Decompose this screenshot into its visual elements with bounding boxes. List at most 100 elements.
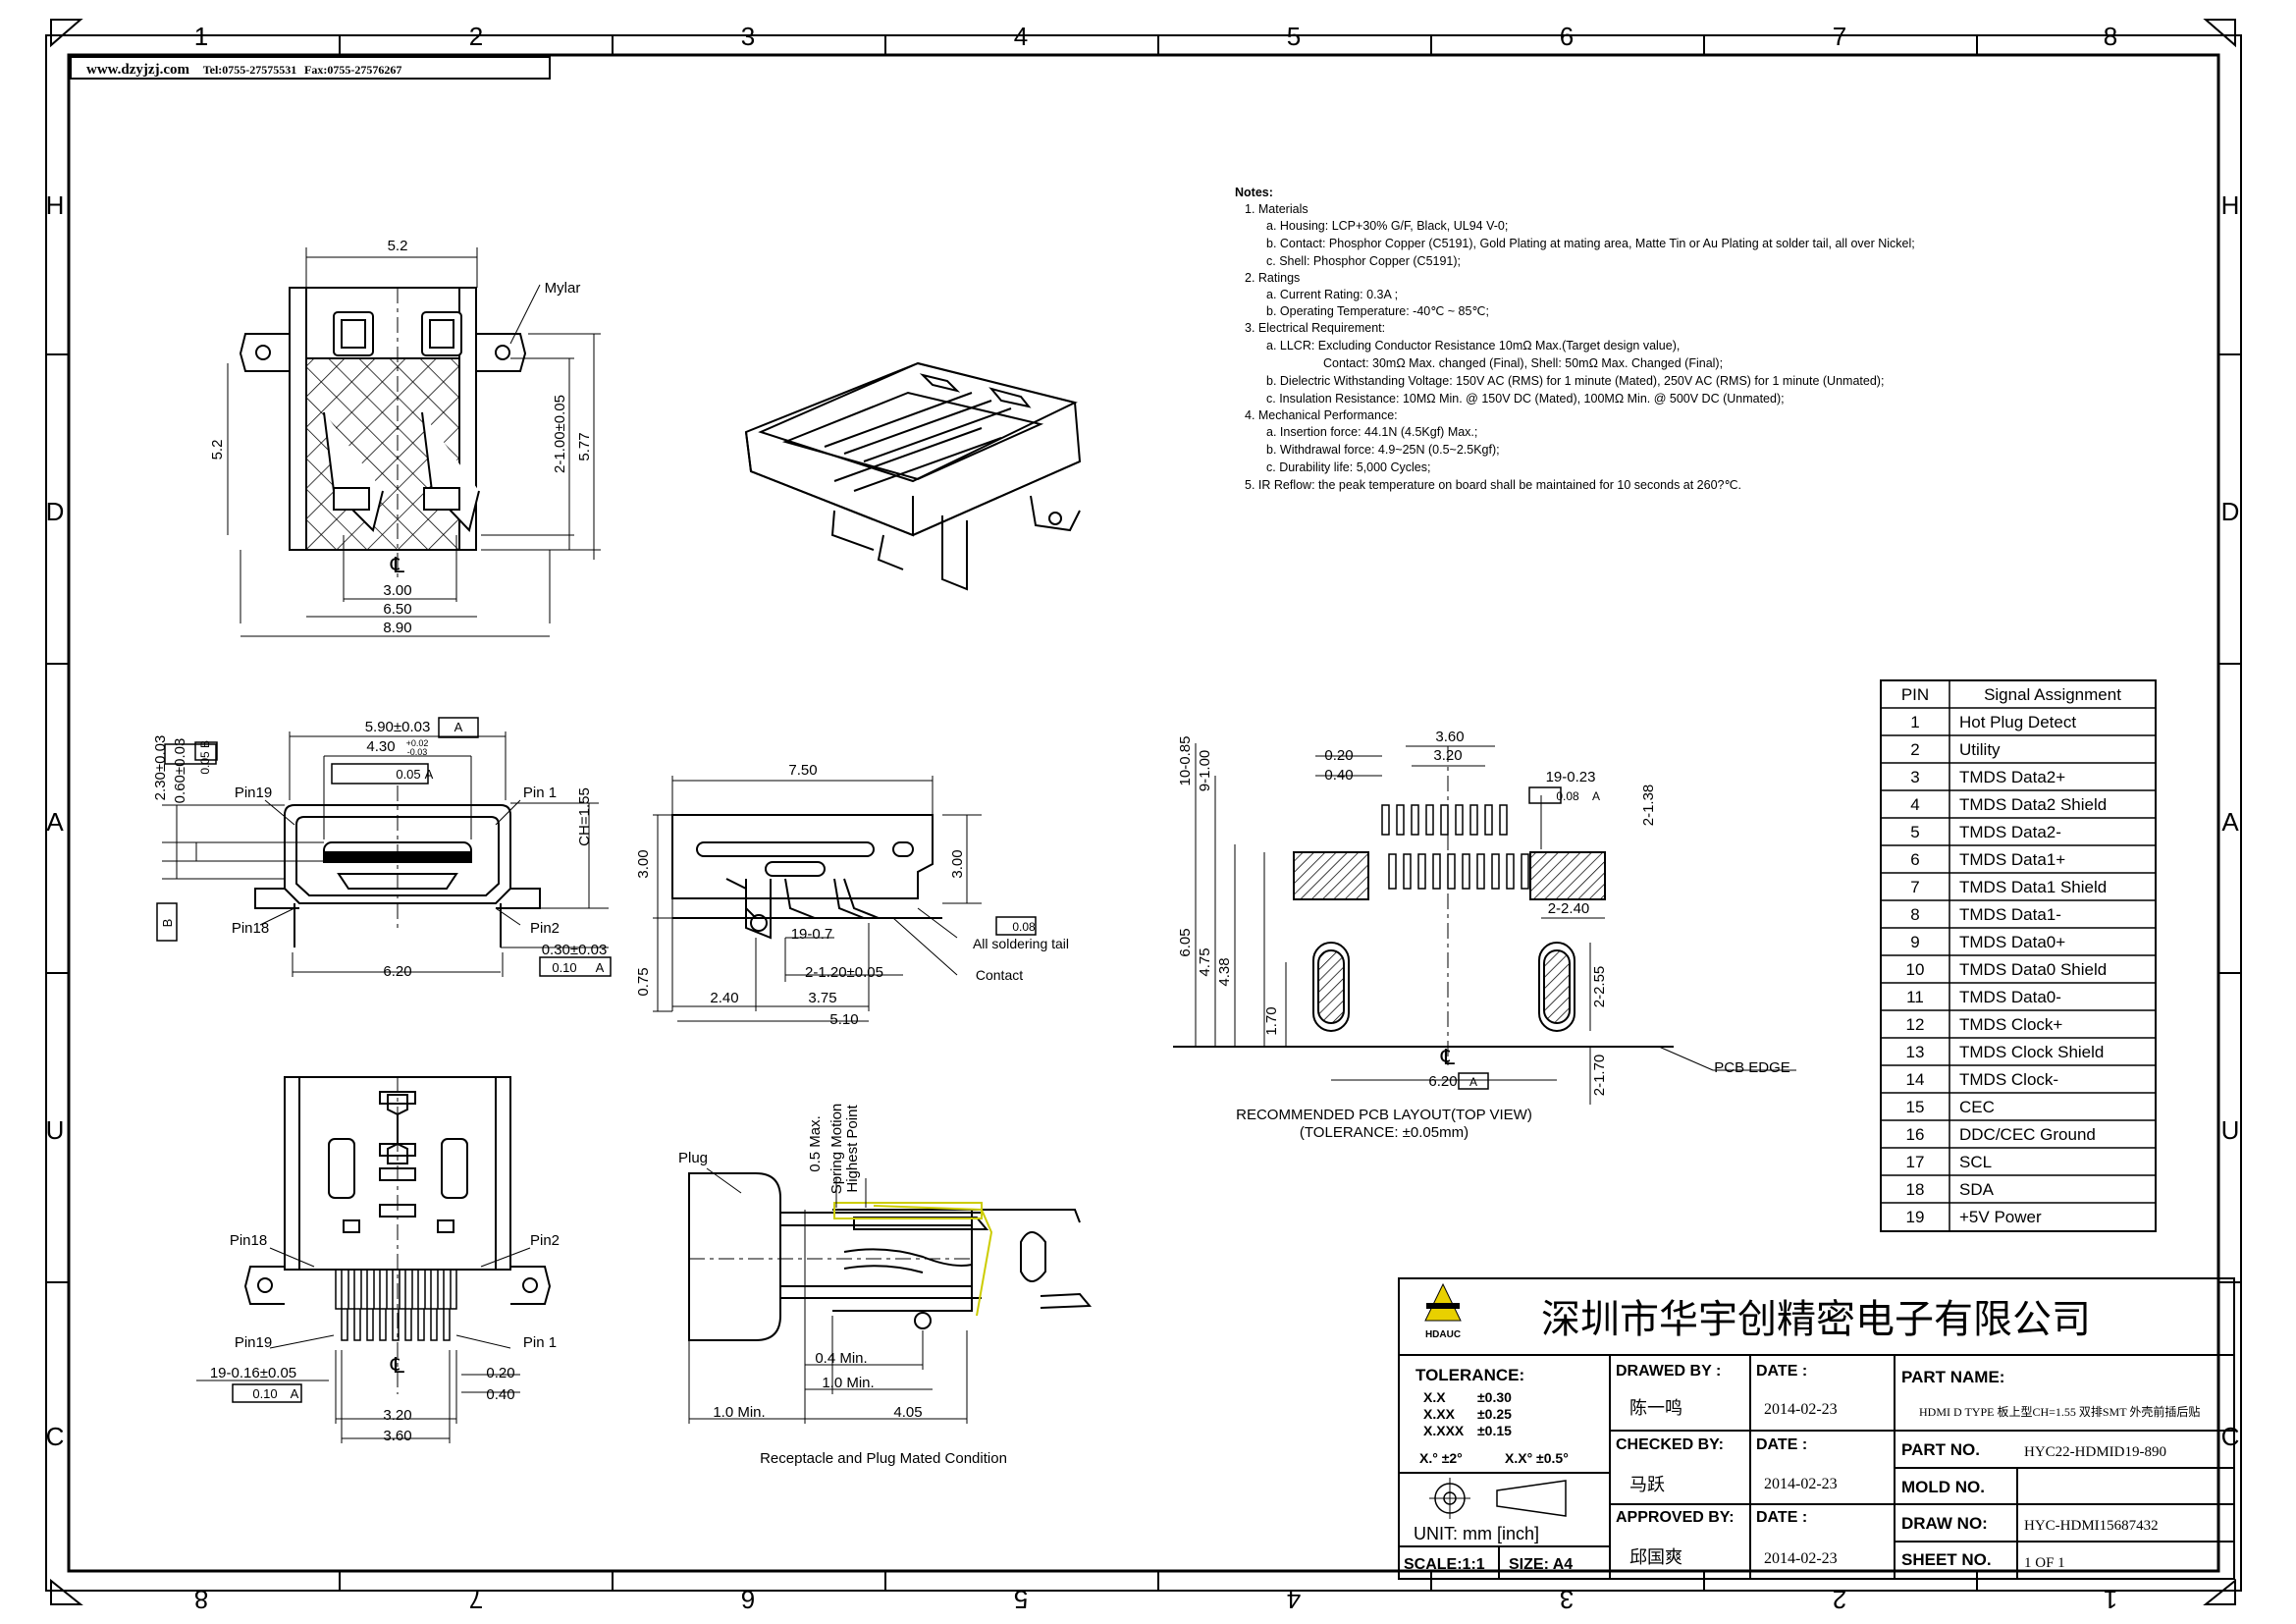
row-labels-right: H D A U C: [2221, 190, 2240, 1451]
signal-name: TMDS Clock-: [1959, 1070, 2058, 1089]
signal-name: TMDS Data0-: [1959, 988, 2061, 1006]
notes-title: Notes:: [1235, 186, 1273, 199]
signal-name: TMDS Clock Shield: [1959, 1043, 2104, 1061]
signal-name: TMDS Data2 Shield: [1959, 795, 2107, 814]
size-label: SIZE: A4: [1509, 1556, 1573, 1573]
top-view-dims: 5.2 Mylar 5.2 2-1.00±0.05 5.77 ℄ 3.00 6.…: [209, 238, 593, 636]
draw-no-label: DRAW NO:: [1901, 1514, 1988, 1533]
note-label: Contact: [976, 967, 1023, 983]
dim-label: 4.05: [893, 1404, 922, 1421]
signal-name: TMDS Data1-: [1959, 905, 2061, 924]
dim-label: 4.38: [1216, 957, 1233, 986]
col-label: 5: [1014, 1585, 1028, 1614]
dim-label: 19-0.23: [1546, 769, 1596, 785]
dim-label: 3.20: [383, 1407, 411, 1424]
pin-number: 7: [1910, 878, 1919, 896]
col-label: 2: [1833, 1585, 1846, 1614]
dim-label: 2-2.55: [1591, 966, 1608, 1008]
datum-label: A: [1592, 789, 1600, 803]
date-label: DATE :: [1756, 1509, 1807, 1526]
pin-label: Pin 1: [523, 785, 557, 801]
company-name: 深圳市华宇创精密电子有限公司: [1541, 1297, 2091, 1341]
dim-label: 0.40: [486, 1386, 514, 1403]
centerline-symbol: ℄: [390, 553, 405, 577]
contact-header: www.dzyjzj.com Tel:0755-27575531 Fax:075…: [70, 56, 551, 80]
dim-label: 2-1.70: [1591, 1055, 1608, 1097]
dim-label: 0.30±0.03: [542, 942, 608, 958]
tol-value: ±0.25: [1477, 1406, 1512, 1422]
dim-label: Mylar: [545, 280, 581, 297]
note-line: b. Operating Temperature: -40℃ ~ 85℃;: [1266, 304, 1489, 318]
dim-label: 2-1.00±0.05: [552, 395, 568, 473]
tol-value: ±0.15: [1477, 1423, 1512, 1438]
centerline-symbol: ℄: [1440, 1045, 1456, 1069]
svg-text:www.dzyjzj.com Tel:0755-: www.dzyjzj.com Tel:0755-27575531 Fax:075…: [86, 62, 401, 78]
pin-label: Pin 1: [523, 1334, 557, 1351]
note-line: a. LLCR: Excluding Conductor Resistance …: [1266, 339, 1680, 352]
col-label: 8: [194, 1585, 208, 1614]
front-view-dims: 5.90±0.03 A 4.30 +0.02 -0.03 0.05 A 2.30…: [152, 719, 607, 980]
pin-number: 3: [1910, 768, 1919, 786]
dim-label: 0.5 Max.: [807, 1115, 824, 1172]
pin-label: Pin19: [235, 1334, 272, 1351]
note-label: Highest Point: [844, 1105, 861, 1193]
note-line: b. Dielectric Withstanding Voltage: 150V…: [1266, 374, 1884, 388]
approved-by-label: APPROVED BY:: [1616, 1509, 1735, 1526]
dim-label: 0.4 Min.: [815, 1350, 867, 1367]
row-label: D: [2221, 497, 2240, 526]
pin-number: 8: [1910, 905, 1919, 924]
row-label: A: [46, 807, 64, 837]
signal-name: TMDS Data0+: [1959, 933, 2065, 951]
tol-key: X.XXX: [1423, 1423, 1465, 1438]
tel-text: Tel:0755-27575531: [203, 63, 297, 77]
dim-label: 2.40: [710, 990, 738, 1006]
dim-label: 6.20: [383, 963, 411, 980]
dim-label: 4.30: [366, 738, 395, 755]
col-label: 4: [1014, 22, 1028, 51]
pin-label: Pin2: [530, 920, 560, 937]
col-label: 7: [1833, 22, 1846, 51]
dim-label: 4.75: [1197, 947, 1213, 976]
title-block-text: HDAUC 深圳市华宇创精密电子有限公司 TOLERANCE: X.X ±0.3…: [1404, 1297, 2200, 1573]
date-label: DATE :: [1756, 1363, 1807, 1380]
row-label: C: [2221, 1422, 2240, 1451]
tol-label: 0.08: [1012, 920, 1036, 934]
col-label: 7: [469, 1585, 483, 1614]
note-label: Spring Motion: [828, 1104, 845, 1195]
part-name-value: HDMI D TYPE 板上型CH=1.55 双排SMT 外壳前插后贴: [1919, 1404, 2200, 1419]
dim-label: 2-1.20±0.05: [805, 964, 883, 981]
pin-number: 12: [1906, 1015, 1925, 1034]
draw-no-value: HYC-HDMI15687432: [2024, 1518, 2159, 1534]
dim-label: 0.20: [1324, 747, 1353, 764]
mated-view: [688, 1167, 1093, 1424]
tol-label: 0.05: [396, 767, 420, 782]
row-labels-left: H D A U C: [46, 190, 65, 1451]
signal-name: Hot Plug Detect: [1959, 713, 2076, 731]
col-label: 8: [2104, 22, 2117, 51]
dim-label: CH=1.55: [576, 787, 593, 846]
pin-number: 15: [1906, 1098, 1925, 1116]
dim-label: 0.60±0.03: [172, 738, 188, 804]
row-label: H: [46, 190, 65, 220]
dim-label: 0.20: [486, 1365, 514, 1381]
pin-number: 13: [1906, 1043, 1925, 1061]
centerline-symbol: ℄: [390, 1353, 405, 1378]
col-label: 3: [1560, 1585, 1574, 1614]
datum-label: A: [1469, 1075, 1477, 1089]
pcb-caption: (TOLERANCE: ±0.05mm): [1300, 1124, 1468, 1141]
pcb-edge-label: PCB EDGE: [1714, 1059, 1790, 1076]
isometric-view: [744, 361, 1082, 591]
pin-number: 2: [1910, 740, 1919, 759]
signal-name: CEC: [1959, 1098, 1995, 1116]
dim-label: 6.20: [1428, 1073, 1457, 1090]
pcb-caption: RECOMMENDED PCB LAYOUT(TOP VIEW): [1236, 1107, 1532, 1123]
pin-label: Pin2: [530, 1232, 560, 1249]
side-view: [653, 776, 1037, 1022]
dim-label: 19-0.7: [791, 926, 833, 943]
col-label: 1: [194, 22, 208, 51]
dim-label: 7.50: [788, 762, 817, 779]
col-label: 1: [2104, 1585, 2117, 1614]
tol-label: -0.03: [407, 747, 428, 757]
checked-by-label: CHECKED BY:: [1616, 1436, 1724, 1453]
